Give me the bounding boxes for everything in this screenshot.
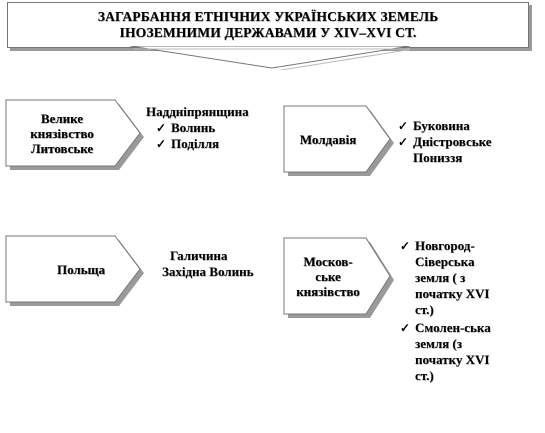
list-item: ✓ Буковина [398, 118, 470, 133]
check-icon: ✓ [156, 137, 167, 151]
territories-moldavia: ✓ Буковина ✓ Дністровське Пониззя [398, 118, 538, 166]
title-line-2: ІНОЗЕМНИМИ ДЕРЖАВАМИ У XIV–XVI СТ. [119, 25, 417, 40]
state-box-muscovy: Москов- ське князівство [283, 237, 396, 318]
state-name-line: князівство [296, 283, 360, 299]
territory-line: Галичина [170, 248, 228, 263]
banner-connector [130, 46, 410, 70]
state-name-line: Литовське [30, 140, 94, 156]
state-name-line: Польща [56, 261, 106, 277]
list-item: ✓ Поділля [156, 136, 220, 151]
check-icon: ✓ [398, 119, 409, 133]
title-line-1: ЗАГАРБАННЯ ЕТНІЧНИХ УКРАЇНСЬКИХ ЗЕМЕЛЬ [97, 9, 439, 24]
diagram-title: ЗАГАРБАННЯ ЕТНІЧНИХ УКРАЇНСЬКИХ ЗЕМЕЛЬ І… [98, 9, 439, 41]
check-icon: ✓ [398, 135, 409, 149]
list-item: ✓ Дністровське Пониззя [398, 134, 492, 165]
territories-lithuania: Наддніпрянщина ✓ Волинь ✓ Поділля [146, 104, 249, 152]
territories-poland: Галичина Західна Волинь [162, 248, 253, 280]
list-item: ✓ Смолен-ська земля (з початку XVI ст.) [400, 320, 491, 383]
state-box-moldavia: Молдавія [283, 105, 396, 176]
state-name-line: князівство [30, 125, 94, 141]
list-item: ✓ Новгород-Сіверська земля ( з початку X… [400, 238, 490, 317]
state-box-poland: Польща [5, 235, 146, 306]
check-icon: ✓ [400, 239, 411, 253]
territory-line: Західна Волинь [162, 264, 254, 279]
check-icon: ✓ [400, 321, 411, 335]
check-icon: ✓ [156, 121, 167, 135]
territories-muscovy: ✓ Новгород-Сіверська земля ( з початку X… [400, 238, 504, 384]
state-name-line: Велике [40, 110, 84, 126]
territory-heading: Наддніпрянщина [146, 104, 249, 119]
state-box-lithuania: Велике князівство Литовське [5, 99, 146, 170]
list-item: ✓ Волинь [156, 120, 216, 135]
state-name-line: ське [315, 268, 341, 284]
state-name-line: Москов- [303, 253, 353, 269]
title-banner: ЗАГАРБАННЯ ЕТНІЧНИХ УКРАЇНСЬКИХ ЗЕМЕЛЬ І… [7, 2, 529, 48]
state-name-line: Молдавія [299, 131, 357, 147]
